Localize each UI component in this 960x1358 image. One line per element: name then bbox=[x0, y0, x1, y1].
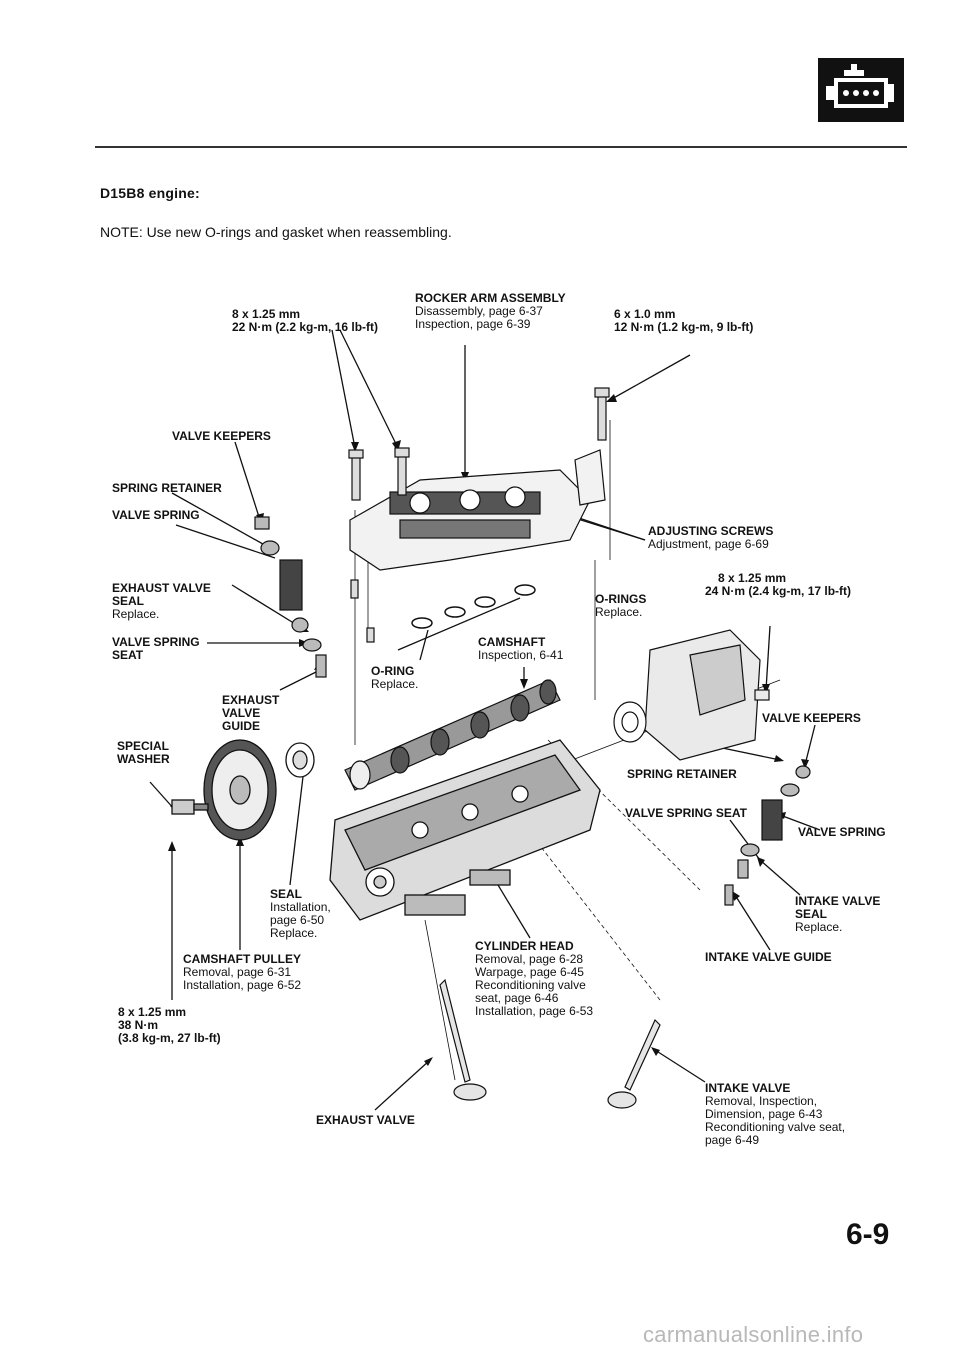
bolt-spec-label: 8 x 1.25 mm 22 N·m (2.2 kg-m, 16 lb-ft) bbox=[232, 307, 379, 334]
intake-valve-label: INTAKE VALVE Removal, Inspection, Dimens… bbox=[705, 1081, 846, 1147]
watermark: carmanualsonline.info bbox=[643, 1322, 864, 1347]
camshaft-label: CAMSHAFT Inspection, 6-41 bbox=[478, 635, 564, 662]
bolt-spec-label: 8 x 1.25 mm 38 N·m (3.8 kg-m, 27 lb-ft) bbox=[118, 1005, 221, 1045]
valve-keepers-label: VALVE KEEPERS bbox=[172, 429, 271, 443]
exhaust-valve-guide-label: EXHAUST VALVE GUIDE bbox=[222, 693, 280, 733]
exhaust-valve-label: EXHAUST VALVE bbox=[316, 1113, 415, 1127]
valve-keepers-label: VALVE KEEPERS bbox=[762, 711, 861, 725]
reassembly-note: NOTE: Use new O-rings and gasket when re… bbox=[100, 224, 452, 240]
seal-label: SEAL Installation, page 6-50 Replace. bbox=[270, 887, 331, 940]
valve-spring-seat-label: VALVE SPRING SEAT bbox=[625, 806, 748, 820]
engine-icon bbox=[818, 58, 904, 122]
cylinder-head-label: CYLINDER HEAD Removal, page 6-28 Warpage… bbox=[475, 939, 594, 1018]
page-number: 6-9 bbox=[846, 1218, 890, 1251]
engine-heading: D15B8 engine: bbox=[100, 185, 200, 201]
spring-retainer-label: SPRING RETAINER bbox=[627, 767, 737, 781]
valve-spring-label: VALVE SPRING bbox=[112, 508, 200, 522]
special-washer-label: SPECIAL WASHER bbox=[117, 739, 170, 766]
adjusting-screws-label: ADJUSTING SCREWS Adjustment, page 6-69 bbox=[648, 524, 774, 551]
bolt-spec-label: 6 x 1.0 mm 12 N·m (1.2 kg-m, 9 lb-ft) bbox=[614, 307, 754, 334]
exhaust-valve-seal-label: EXHAUST VALVE SEAL Replace. bbox=[112, 581, 211, 621]
valve-spring-label: VALVE SPRING bbox=[798, 825, 886, 839]
bolt-spec-label: 8 x 1.25 mm 24 N·m (2.4 kg-m, 17 lb-ft) bbox=[705, 571, 852, 598]
spring-retainer-label: SPRING RETAINER bbox=[112, 481, 222, 495]
intake-valve-guide-label: INTAKE VALVE GUIDE bbox=[705, 950, 832, 964]
intake-valve-seal-label: INTAKE VALVE SEAL Replace. bbox=[795, 894, 881, 934]
header-rule bbox=[95, 146, 907, 148]
o-ring-label: O-RING Replace. bbox=[371, 664, 419, 691]
rocker-arm-assembly-label: ROCKER ARM ASSEMBLY Disassembly, page 6-… bbox=[415, 291, 566, 331]
valve-spring-seat-label: VALVE SPRING SEAT bbox=[112, 635, 200, 662]
o-rings-label: O-RINGS Replace. bbox=[595, 592, 647, 619]
camshaft-pulley-label: CAMSHAFT PULLEY Removal, page 6-31 Insta… bbox=[183, 952, 302, 992]
